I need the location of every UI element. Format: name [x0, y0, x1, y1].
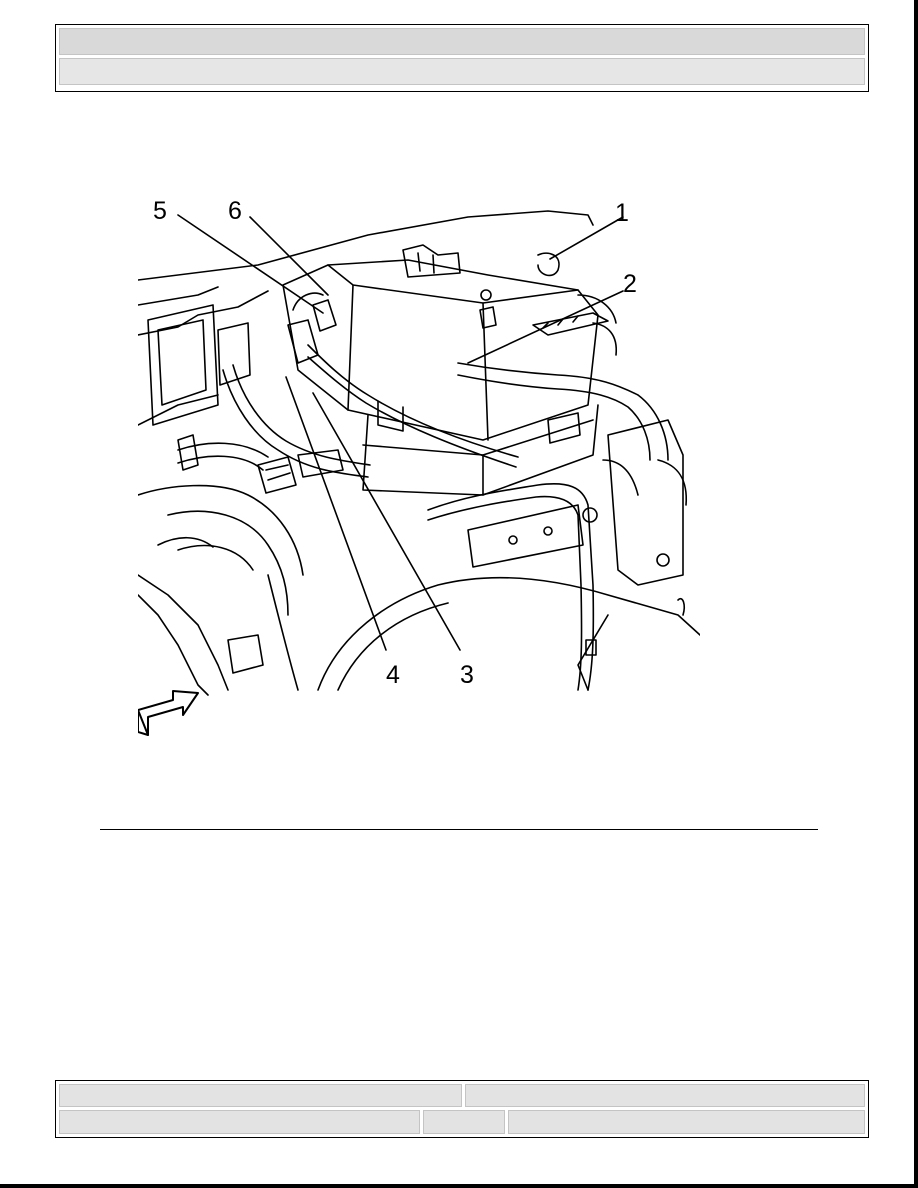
- section-divider: [100, 829, 818, 830]
- document-footer: [55, 1080, 869, 1138]
- footer-cell-mid-bottom: [423, 1110, 505, 1134]
- header-subtitle-bar: [59, 58, 865, 85]
- forward-view-arrow-icon: [137, 690, 199, 736]
- footer-cell-right-bottom: [508, 1110, 865, 1134]
- callout-6: 6: [228, 197, 242, 225]
- callout-5: 5: [153, 197, 167, 225]
- document-header: [55, 24, 869, 92]
- callout-2: 2: [623, 270, 637, 298]
- engine-compartment-drawing: [137, 210, 701, 736]
- callout-3: 3: [460, 661, 474, 689]
- callout-4: 4: [386, 661, 400, 689]
- footer-cell-left-top: [59, 1084, 462, 1107]
- footer-cell-right-top: [465, 1084, 865, 1107]
- header-title-bar: [59, 28, 865, 55]
- component-illustration: 1 2 3 4 5 6: [137, 195, 701, 740]
- callout-1: 1: [615, 199, 629, 227]
- footer-cell-left-bottom: [59, 1110, 420, 1134]
